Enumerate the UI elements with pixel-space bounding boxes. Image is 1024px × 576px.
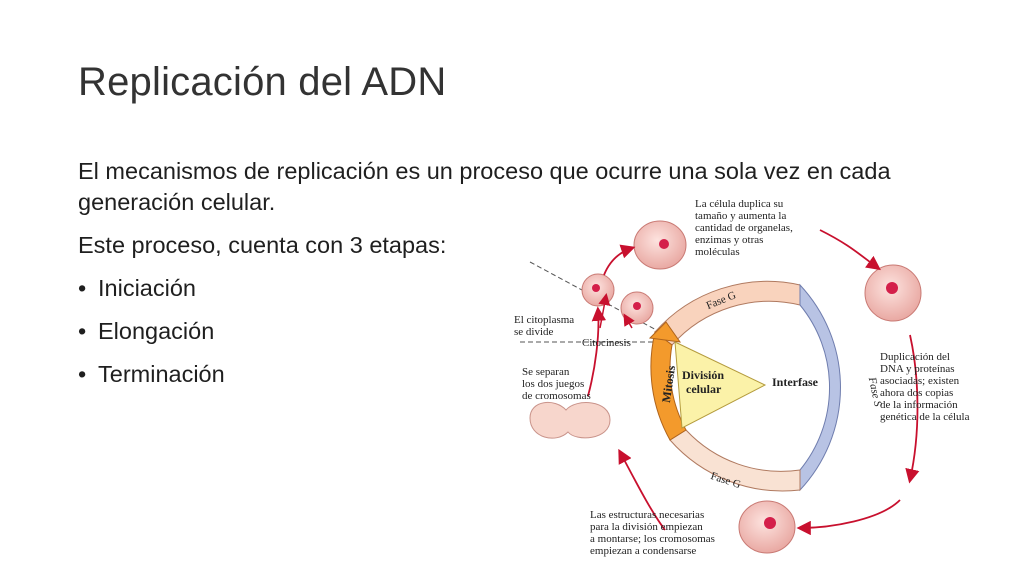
nucleus-icon	[886, 282, 898, 294]
arrow-icon	[819, 229, 881, 271]
nucleus-icon	[592, 284, 600, 292]
arrow-icon	[618, 448, 666, 531]
bullet-label: Terminación	[98, 361, 225, 387]
note-left-mid: Se separan los dos juegos de cromosomas	[522, 366, 591, 402]
nucleus-icon	[764, 517, 776, 529]
division-label-line2: celular	[686, 382, 722, 396]
interfase-label: Interfase	[772, 375, 819, 389]
mitosis-label: Mitosis	[659, 364, 678, 403]
arrow-icon	[587, 306, 607, 397]
arrow-icon	[796, 499, 901, 536]
arrow-icon	[598, 293, 611, 329]
bullet-item-1: •Iniciación	[78, 275, 196, 301]
note-right: Duplicación del DNA y proteínas asociada…	[880, 351, 970, 423]
division-wedge	[674, 341, 767, 429]
citocinesis-label: Citocinesis	[582, 337, 631, 349]
note-bottom: Las estructuras necesarias para la divis…	[590, 509, 718, 557]
mitosis-arrow-head	[648, 321, 682, 343]
cell-cycle-diagram: Fase G Fase S Fase G Mitosis División ce…	[514, 198, 970, 557]
intro-paragraph: El mecanismos de replicación es un proce…	[78, 158, 891, 215]
body-text: El mecanismos de replicación es un proce…	[78, 156, 958, 402]
note-left-top: El citoplasma se divide	[514, 314, 577, 338]
page-title: Replicación del ADN	[78, 60, 447, 104]
dividing-cell-icon	[529, 402, 611, 439]
stages-paragraph: Este proceso, cuenta con 3 etapas:	[78, 232, 447, 258]
arrow-icon	[623, 313, 635, 329]
bullet-item-2: •Elongación	[78, 318, 215, 344]
arrow-icon	[603, 244, 636, 276]
bullet-label: Elongación	[98, 318, 215, 344]
bullet-item-3: •Terminación	[78, 361, 225, 387]
arrow-icon	[905, 334, 920, 484]
note-top: La célula duplica su tamaño y aumenta la…	[695, 198, 796, 258]
division-label-line1: División	[682, 368, 724, 382]
bullet-label: Iniciación	[98, 275, 196, 301]
nucleus-icon	[659, 239, 669, 249]
nucleus-icon	[633, 302, 641, 310]
